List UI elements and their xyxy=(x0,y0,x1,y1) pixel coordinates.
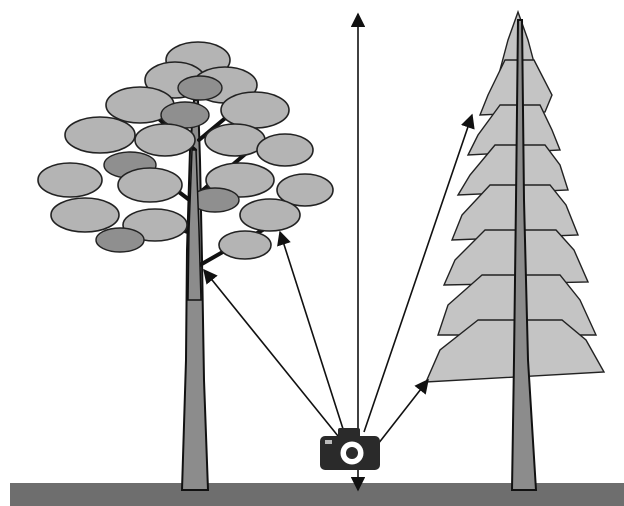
arrow-to-conifer-base xyxy=(378,380,428,444)
arrow-to-broadleaf-crown xyxy=(280,232,344,432)
camera-icon xyxy=(320,428,380,470)
conifer-tree xyxy=(426,12,604,490)
broadleaf-canopy xyxy=(38,42,333,259)
broadleaf-tree xyxy=(38,42,333,490)
